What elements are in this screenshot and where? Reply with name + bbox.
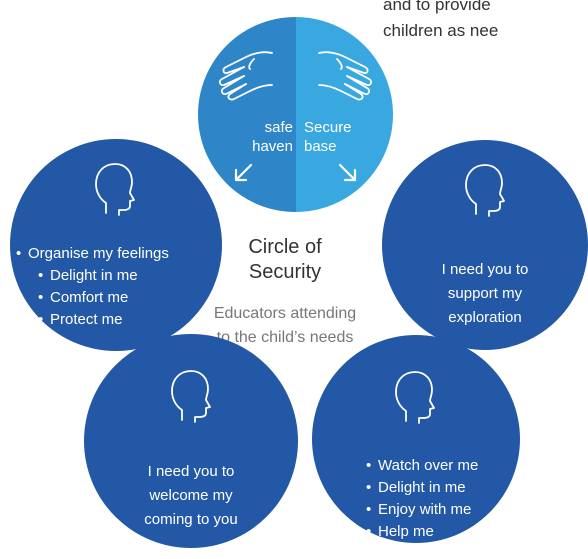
intro-line-2: children as nee <box>383 21 499 40</box>
list-item: Protect me <box>16 309 169 331</box>
title-line-1: Circle of <box>248 236 322 258</box>
title-line-2: Security <box>248 261 322 283</box>
support-exploration-circle: I need you to support my exploration <box>382 140 588 350</box>
safe-haven-label-line-1: safe <box>264 119 293 136</box>
circle-of-security-subtitle: Educators attending to the child’s needs <box>196 302 374 350</box>
right-hand-icon <box>315 45 377 103</box>
intro-text: and to provide children as nee <box>383 0 588 44</box>
bottom-right-circle-list: Watch over me Delight in me Enjoy with m… <box>366 455 478 543</box>
circle-of-security-title: Circle of Security <box>210 235 360 285</box>
list-item: Comfort me <box>16 287 169 309</box>
safe-haven-secure-base-circle: safe haven Secure base <box>198 17 393 212</box>
list-item: Watch over me <box>366 455 478 477</box>
watch-over-me-circle: Watch over me Delight in me Enjoy with m… <box>312 335 520 543</box>
list-item: Enjoy with me <box>366 499 478 521</box>
welcome-me-circle: I need you to welcome my coming to you <box>84 334 298 548</box>
text-line: coming to you <box>144 511 238 528</box>
list-item: Help me <box>366 521 478 543</box>
text-line: I need you to <box>147 463 235 480</box>
text-line: exploration <box>448 309 522 326</box>
list-item: Organise my feelings <box>16 243 169 265</box>
arrow-down-right-icon <box>337 162 359 184</box>
list-item: Delight in me <box>366 477 478 499</box>
bottom-left-circle-text: I need you to welcome my coming to you <box>84 460 298 532</box>
left-circle-list: Organise my feelings Delight in me Comfo… <box>16 243 169 331</box>
secure-base-label: Secure base <box>304 118 352 156</box>
text-line: I need you to <box>441 261 529 278</box>
right-circle-text: I need you to support my exploration <box>382 258 588 330</box>
secure-base-label-line-2: base <box>304 138 337 155</box>
arrow-down-left-icon <box>232 162 254 184</box>
head-icon <box>168 368 212 424</box>
left-hand-icon <box>214 45 276 103</box>
secure-base-label-line-1: Secure <box>304 119 352 136</box>
safe-haven-label: safe haven <box>252 118 293 156</box>
head-icon <box>92 161 136 217</box>
subtitle-line-2: to the child’s needs <box>216 329 354 346</box>
organise-feelings-circle: Organise my feelings Delight in me Comfo… <box>10 139 222 351</box>
head-icon <box>462 162 506 218</box>
list-item: Delight in me <box>16 265 169 287</box>
intro-line-1: and to provide <box>383 0 491 14</box>
head-icon <box>392 369 436 425</box>
subtitle-line-1: Educators attending <box>213 305 357 322</box>
text-line: welcome my <box>149 487 233 504</box>
safe-haven-label-line-2: haven <box>252 138 293 155</box>
text-line: support my <box>447 285 523 302</box>
